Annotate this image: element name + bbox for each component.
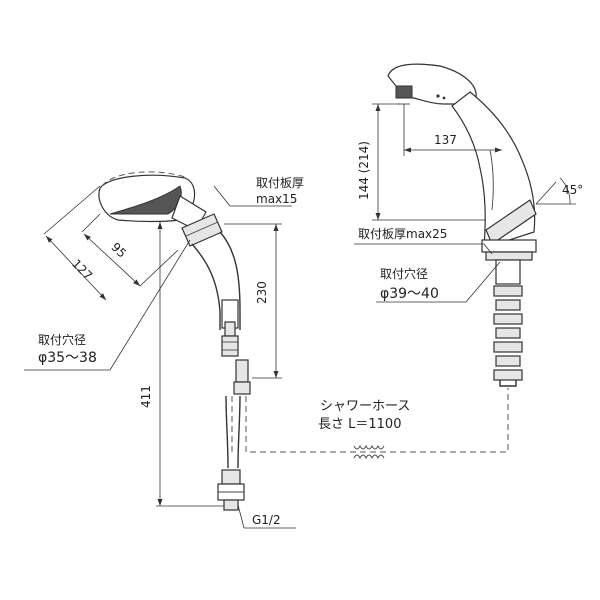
left-dim-411: 411	[139, 385, 153, 408]
right-hole-diameter-value: φ39～40	[380, 286, 439, 302]
left-mount-nut	[181, 213, 223, 247]
right-shank	[495, 259, 521, 285]
right-angle-label: 45°	[562, 183, 583, 197]
right-base	[481, 239, 537, 253]
right-faucet-side-view	[387, 63, 537, 387]
shower-hose-length: 長さ L＝1100	[318, 417, 401, 432]
left-dim-230: 230	[255, 281, 269, 304]
right-shank-ribs	[493, 285, 523, 381]
right-hole-diameter-label: 取付穴径	[380, 266, 428, 281]
right-spray-nozzle	[395, 85, 413, 99]
left-board-thickness-label: 取付板厚	[256, 176, 304, 190]
left-hole-diameter-value: φ35～38	[38, 350, 97, 366]
right-board-thickness-label: 取付板厚max25	[358, 227, 447, 241]
shower-hose: シャワーホース 長さ L＝1100	[245, 388, 509, 460]
left-dim-95: 95	[108, 240, 129, 261]
right-lever-handle	[485, 199, 537, 245]
right-dim-137: 137	[434, 133, 457, 147]
left-shank	[191, 243, 221, 330]
hose-coil-icon	[353, 444, 385, 460]
left-spout-shade	[109, 185, 182, 215]
shower-hose-path	[245, 388, 509, 453]
shower-hose-label: シャワーホース	[320, 399, 410, 414]
left-faucet-side-view	[98, 171, 251, 511]
left-thread-label: G1/2	[252, 513, 281, 527]
right-dim-144: 144 (214)	[357, 141, 371, 200]
left-dimensions: 95 127 230 411 取付板厚 max15 取付穴径 φ35～38 G1…	[24, 176, 304, 529]
left-dim-127: 127	[69, 257, 95, 283]
left-board-thickness-value: max15	[256, 192, 297, 206]
right-dimensions: 137 144 (214) 45° 取付板厚max25 取付穴径 φ39～40	[354, 103, 583, 303]
left-bottom-fitting	[221, 469, 241, 485]
left-hole-diameter-label: 取付穴径	[38, 332, 86, 347]
